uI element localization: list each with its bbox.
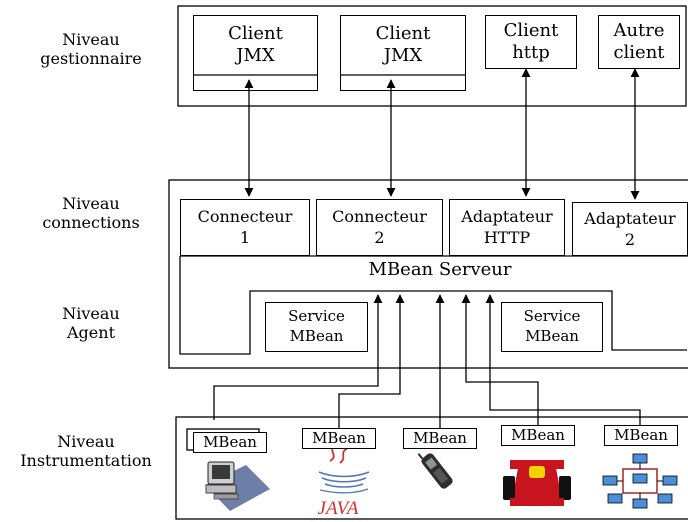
arrow-mbean2-server [338, 294, 405, 428]
manager-level-label: Niveau gestionnaire [40, 30, 142, 68]
instrumentation-level-label: Niveau Instrumentation [20, 432, 152, 470]
service-mbean-1-box: Service MBean [265, 302, 368, 352]
mbean-4-box: MBean [501, 425, 575, 446]
connector-2-box: Connecteur 2 [316, 199, 443, 256]
service-mbean-2-box: Service MBean [501, 302, 603, 352]
mobile-phone-icon [417, 453, 453, 489]
client-jmx-2-box: Client JMX [340, 15, 466, 91]
arrow-mbean5-server [485, 294, 641, 425]
arrow-mbean4-server [461, 294, 539, 425]
adapter-2-box: Adaptateur 2 [572, 202, 688, 256]
computer-network-icon [602, 453, 678, 509]
client-jmx-1-box: Client JMX [193, 15, 318, 91]
arrow-mbean1-server [213, 294, 383, 420]
other-client-box: Autre client [598, 15, 680, 69]
agent-level-label: Niveau Agent [62, 304, 120, 342]
formula-one-car-icon [503, 460, 571, 506]
mbean-server-label: MBean Serveur [368, 259, 512, 280]
mbean-server-outline [179, 256, 687, 355]
mbean-1-box: MBean [193, 432, 267, 453]
instrumentation-level-frame [175, 416, 688, 520]
java-logo-icon [318, 444, 370, 494]
connector-1-box: Connecteur 1 [180, 199, 310, 256]
connections-level-frame [168, 179, 688, 369]
client-http-box: Client http [485, 15, 577, 69]
computer-terminal-icon [205, 461, 270, 511]
mbean-5-box: MBean [604, 425, 678, 446]
http-adapter-box: Adaptateur HTTP [449, 199, 565, 256]
connections-level-label: Niveau connections [42, 194, 140, 232]
java-logo-text: JAVA [318, 498, 359, 519]
manager-level-frame [177, 5, 687, 107]
mbean-3-box: MBean [403, 428, 477, 449]
mbean-2-box: MBean [302, 428, 376, 449]
